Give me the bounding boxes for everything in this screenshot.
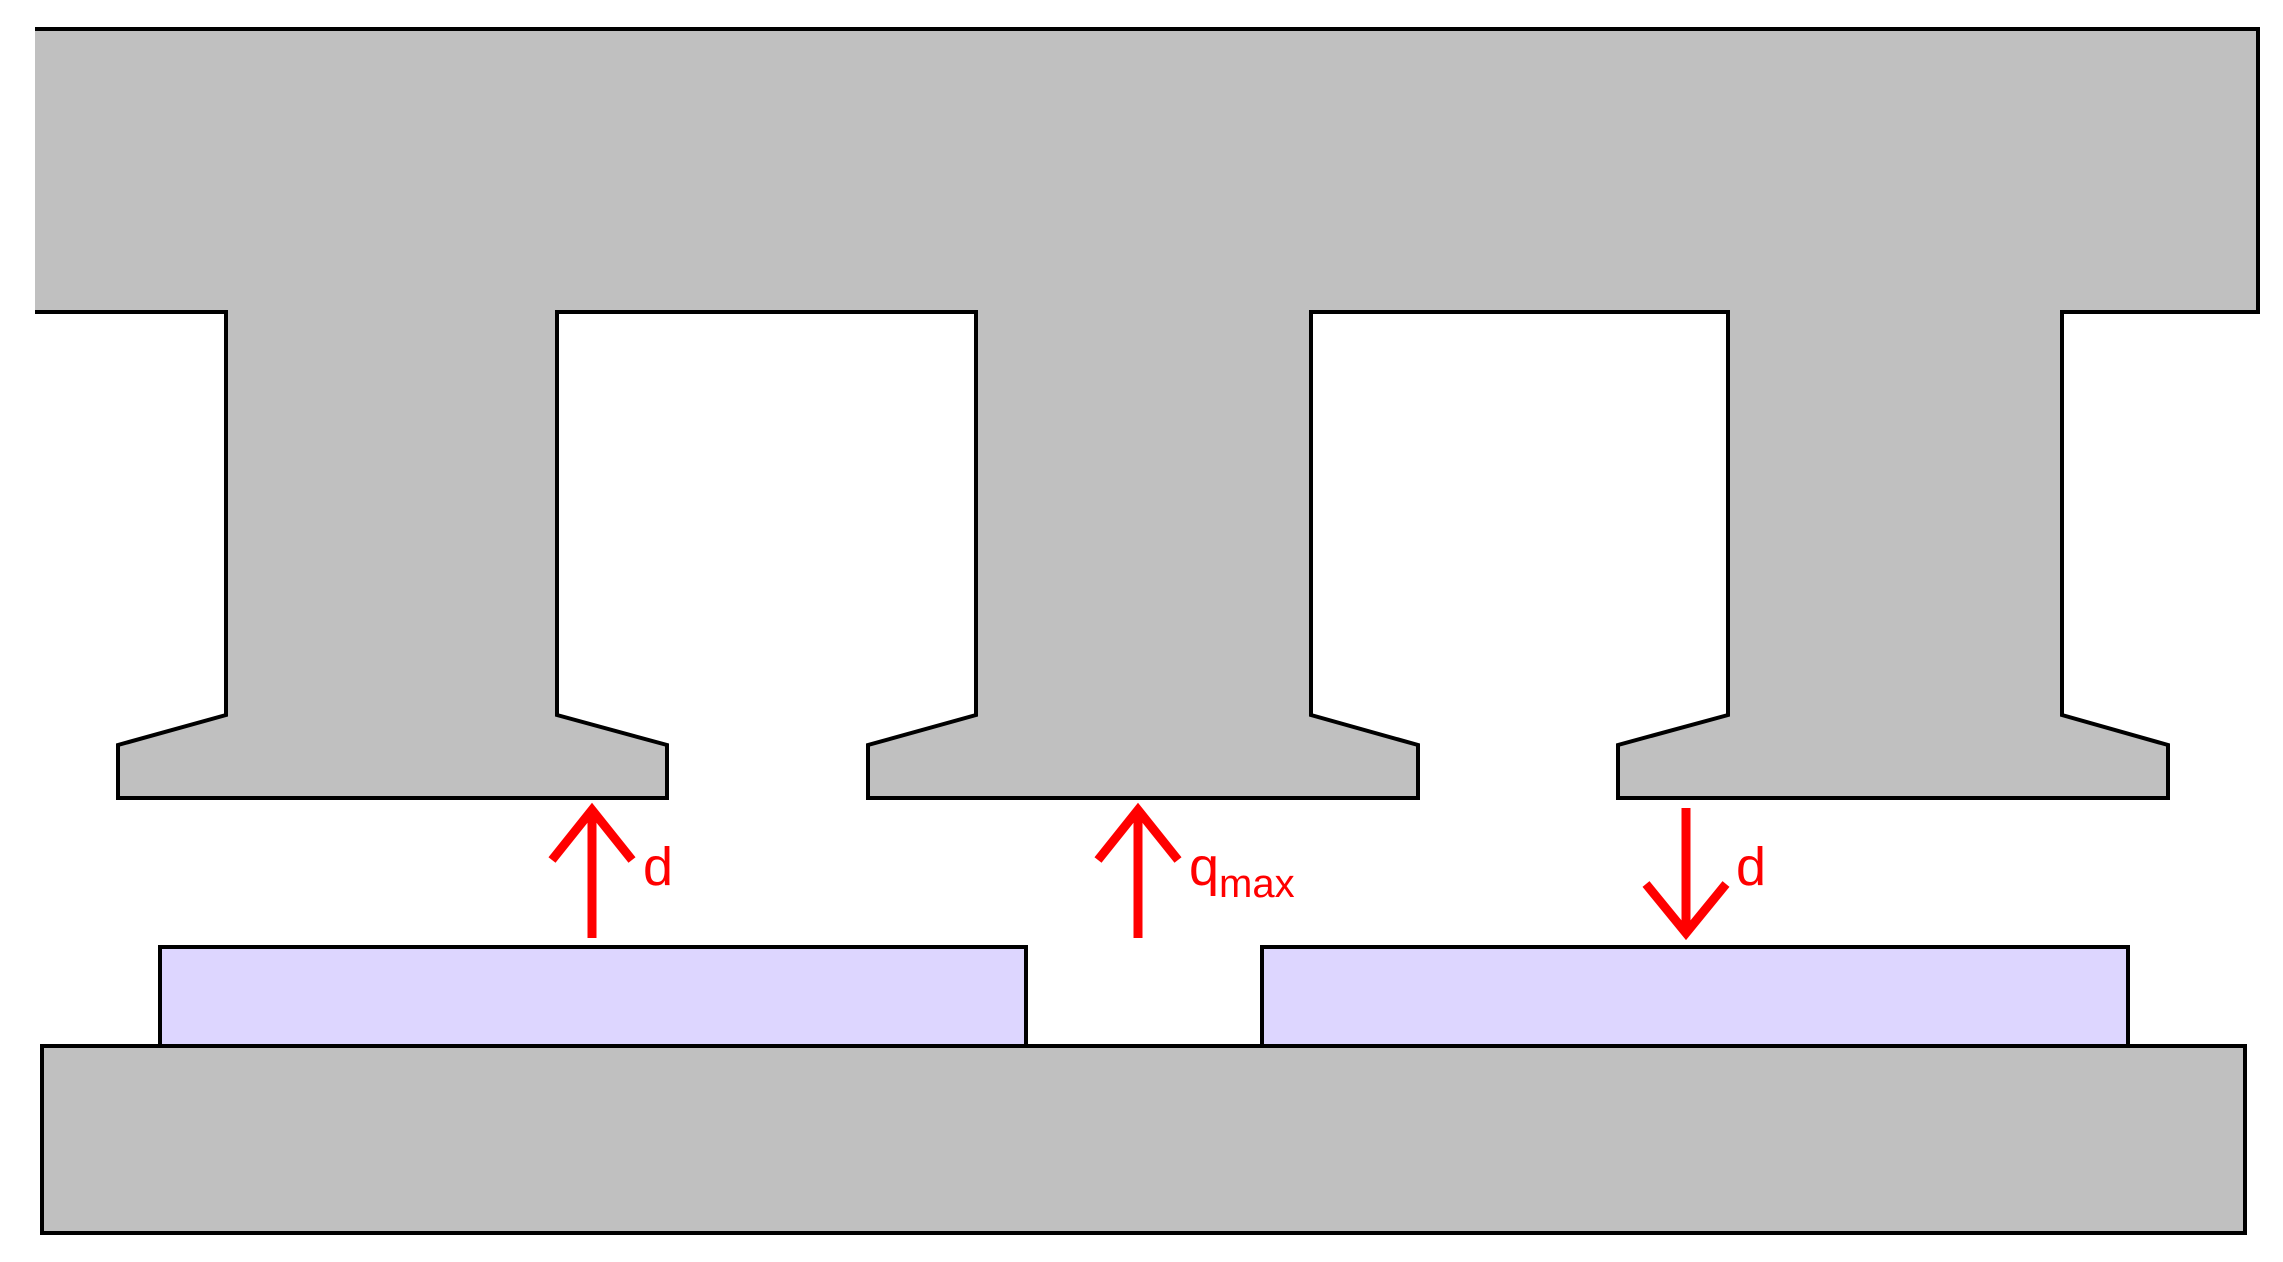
label-left-force: d: [643, 837, 673, 897]
arrow-down-right: [1642, 808, 1730, 941]
label-right-force: d: [1736, 837, 1766, 897]
arrow-up-left: [548, 802, 636, 938]
label-center-force-main: q: [1189, 837, 1219, 897]
magnet-right: [1260, 945, 2130, 1048]
magnet-left: [158, 945, 1028, 1048]
stator-with-teeth: [35, 27, 2260, 800]
arrow-up-center: [1094, 802, 1182, 938]
label-center-force: qmax: [1189, 837, 1295, 906]
mover-base: [40, 1044, 2247, 1235]
label-center-force-subscript: max: [1219, 862, 1295, 906]
